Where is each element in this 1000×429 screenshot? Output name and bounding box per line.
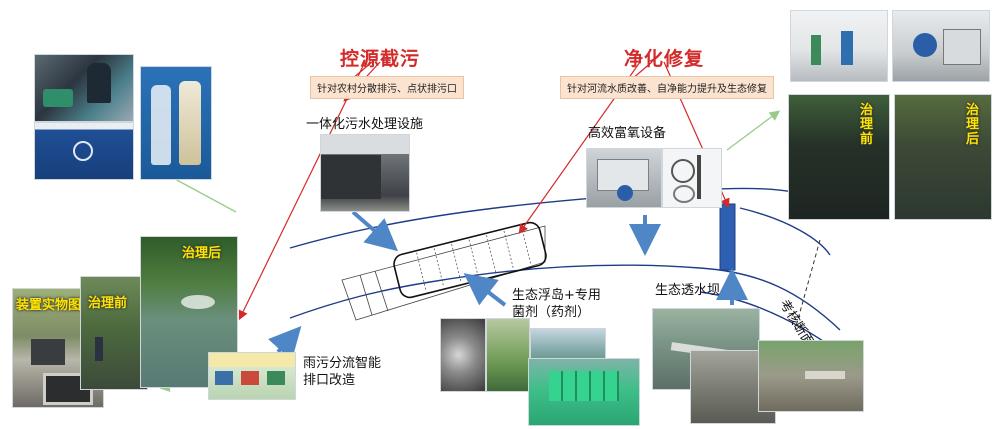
photo-microscope: [440, 318, 486, 392]
heading-purification: 净化修复: [624, 48, 705, 70]
river-lower-bank: [289, 264, 841, 331]
label-rain-sewage: 雨污分流智能排口改造: [303, 356, 382, 388]
assessment-line: [794, 239, 821, 331]
river-upper-bank-right: [739, 207, 831, 256]
tag-after-left: 治理后: [182, 246, 222, 261]
photo-floating-island-1: [486, 318, 530, 392]
label-integrated-facility: 一体化污水处理设施: [306, 117, 424, 132]
photo-eco-dam-3: [758, 340, 864, 412]
photo-floating-island-3: [528, 358, 640, 426]
eco-dam-bar: [719, 203, 736, 271]
desc-source-control: 针对农村分散排污、点状排污口: [310, 76, 464, 99]
photo-before-right: [788, 94, 890, 220]
tag-before-right: 治理前: [860, 103, 874, 147]
photo-equipment-room-1: [790, 10, 888, 82]
photo-equipment-room-2: [892, 10, 990, 82]
photo-oxygen-equipment: [586, 148, 662, 208]
channel-outline: [341, 225, 546, 321]
photo-integrated-facility: [320, 134, 410, 212]
photo-workers-equipment: [34, 54, 134, 122]
tag-after-right: 治理后: [966, 103, 980, 147]
photo-oxygen-diagram: [662, 148, 722, 208]
tag-device-photo: 装置实物图: [16, 298, 82, 313]
desc-purification: 针对河流水质改善、自净能力提升及生态修复: [560, 76, 774, 99]
tag-before-left: 治理前: [88, 296, 128, 311]
photo-smart-outlet-panel: [208, 352, 296, 400]
heading-source-control: 控源截污: [340, 48, 421, 70]
photo-container-unit: [34, 122, 134, 180]
label-floating-island: 生态浮岛+专用菌剂（药剂）: [512, 288, 601, 320]
photo-after-right: [894, 94, 992, 220]
label-eco-dam: 生态透水坝: [655, 283, 721, 298]
photo-water-bottles: [140, 66, 212, 180]
label-oxygen-equipment: 高效富氧设备: [588, 126, 667, 141]
